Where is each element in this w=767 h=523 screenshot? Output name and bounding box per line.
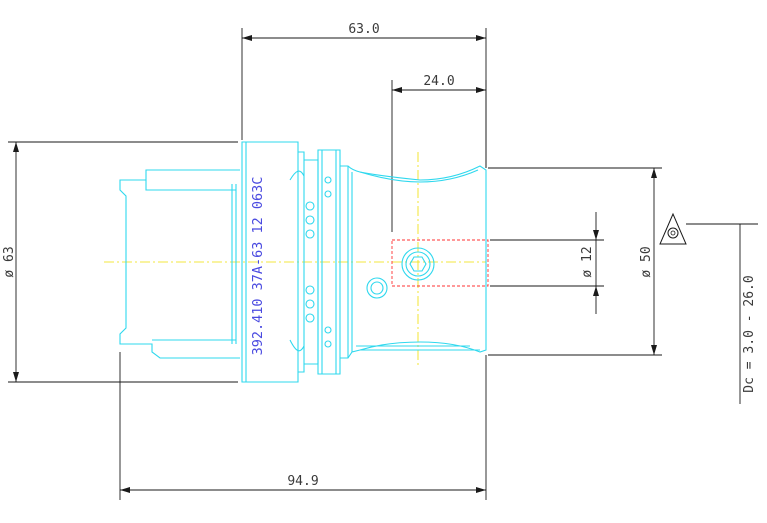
dim-dia-50: ø 50 xyxy=(639,246,654,277)
dim-63: 63.0 xyxy=(348,22,379,37)
dimension-lines xyxy=(8,28,758,500)
dim-24: 24.0 xyxy=(423,74,454,89)
centerlines xyxy=(104,152,486,368)
part-number: 392.410 37A-63 12 063C xyxy=(250,177,266,356)
toolholder-outline xyxy=(119,141,487,383)
dim-dia-63: ø 63 xyxy=(2,246,17,277)
groove-holes xyxy=(305,176,332,348)
dim-dia-12: ø 12 xyxy=(580,246,595,277)
hidden-bore xyxy=(391,239,489,287)
insert-triangle-icon xyxy=(659,212,687,245)
adjust-screw xyxy=(401,247,435,281)
coolant-plug xyxy=(366,277,388,299)
dim-94-9: 94.9 xyxy=(287,474,318,489)
dim-dc-range: Dc = 3.0 - 26.0 xyxy=(742,275,757,392)
